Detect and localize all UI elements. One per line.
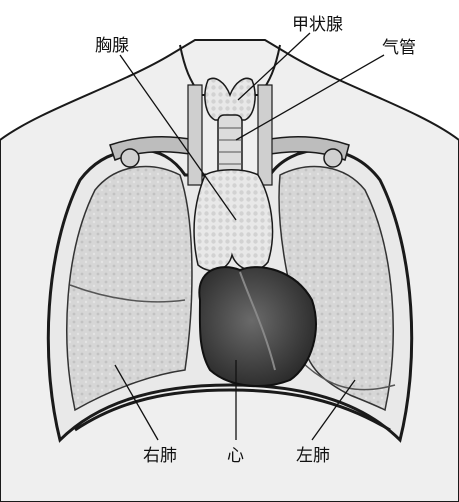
- label-right-lung: 右肺: [143, 441, 177, 466]
- heart: [199, 267, 316, 386]
- thymus-gland: [194, 170, 272, 271]
- label-trachea: 气管: [382, 33, 416, 58]
- label-thymus: 胸腺: [95, 31, 129, 56]
- label-left-lung: 左肺: [296, 441, 330, 466]
- label-thyroid: 甲状腺: [292, 10, 343, 35]
- label-heart: 心: [227, 441, 244, 466]
